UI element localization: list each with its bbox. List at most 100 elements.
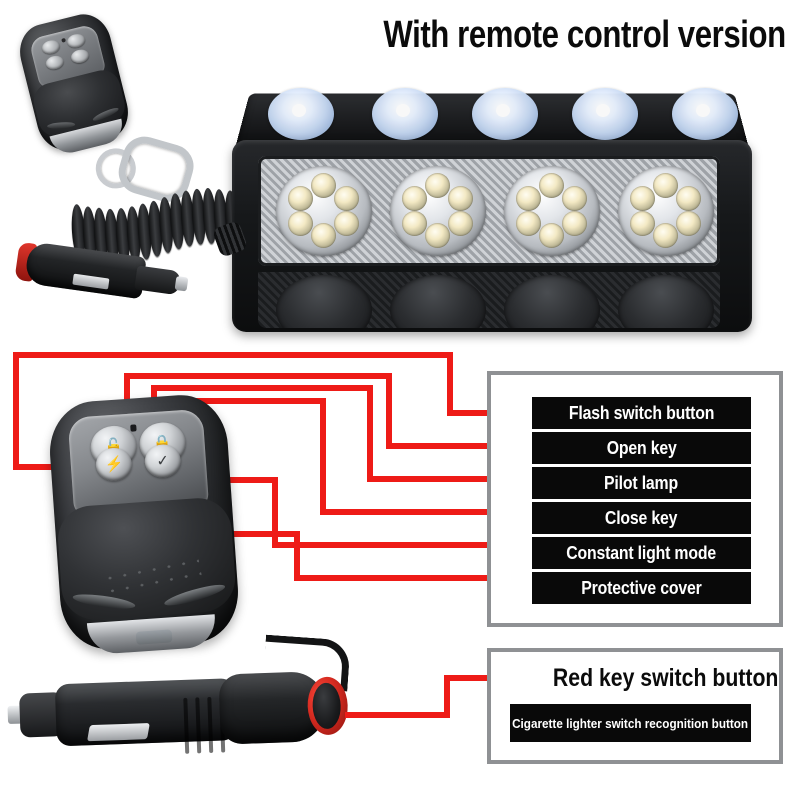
plug-tip-top [174,275,189,292]
leader-line-close-key [320,398,326,515]
leader-line-constant-light [272,477,278,548]
led-emitter [561,185,587,211]
led-cluster-reflection [504,275,600,328]
leader-line-close-key [185,398,326,404]
led-emitter [311,173,336,198]
suction-cup-5 [672,88,738,140]
legend-plug-subtitle-text: Cigarette lighter switch recognition but… [512,715,749,731]
leader-line-protective-cover [294,531,300,581]
led-emitter [653,223,678,248]
led-emitter [402,210,428,236]
plug-grip-ring [207,696,214,754]
small-remote-lip-left [46,121,76,130]
leader-line-open-key [124,373,392,379]
leader-line-close-key [320,509,547,515]
remote-chrome-slot [135,629,172,645]
led-emitter [425,223,450,248]
legend-label-text: Open key [606,437,677,458]
leader-line-flash-switch [13,352,19,470]
leader-line-open-key [386,373,392,449]
small-remote-photo [13,8,135,157]
legend-label-text: Close key [605,507,678,528]
led-emitter [653,173,678,198]
leader-line-red-key-switch [345,712,450,718]
small-remote-pilot-lamp-icon [61,37,66,43]
leader-line-red-key-switch [444,675,529,681]
leader-line-open-key [386,443,547,449]
led-emitter [561,210,587,236]
legend-label-text: Pilot lamp [604,472,679,493]
leader-line-pilot-lamp [367,476,547,482]
cigarette-lighter-plug-photo [6,634,355,778]
leader-line-flash-switch [447,352,453,414]
legend-item-open-key: Open key [532,432,751,464]
plug-contact-clip [87,723,150,742]
legend-item-flash-switch-button: Flash switch button [532,397,751,429]
leader-line-protective-cover [196,531,300,537]
led-light-bar-photo [211,84,752,339]
led-emitter [288,185,314,211]
led-cluster [390,166,486,256]
led-emitter [425,173,450,198]
suction-cup-3 [472,88,538,140]
legend-plug-title-text: Red key switch button [552,664,779,692]
led-emitter [630,185,656,211]
light-bar-lower-row [258,272,720,328]
led-emitter [516,210,542,236]
led-emitter [675,210,701,236]
leader-line-protective-cover [294,575,547,581]
led-cluster-reflection [618,275,714,328]
small-remote-button-3 [44,54,66,72]
legend-plug-subtitle: Cigarette lighter switch recognition but… [510,704,751,742]
check-icon: ✓ [155,451,170,470]
small-remote-button-2 [65,32,87,50]
led-emitter [288,210,314,236]
leader-line-red-key-switch [444,675,450,718]
legend-item-pilot-lamp: Pilot lamp [532,467,751,499]
led-emitter [630,210,656,236]
led-emitter [675,185,701,211]
flash-icon: ⚡ [104,454,125,474]
led-emitter [333,210,359,236]
led-cluster [276,166,372,256]
small-remote-button-4 [69,47,91,66]
legend-label-text: Protective cover [581,577,702,598]
led-emitter [447,185,473,211]
leader-line-flash-switch [13,352,453,358]
leader-line-constant-light [272,542,547,548]
legend-label-text: Flash switch button [568,402,715,423]
leader-line-pilot-lamp [367,385,373,482]
legend-panel-remote: Flash switch button Open key Pilot lamp … [487,371,783,627]
light-bar-housing [211,140,752,332]
led-emitter [539,173,564,198]
suction-cup-2 [372,88,438,140]
led-cluster-reflection [276,275,372,328]
led-emitter [447,210,473,236]
legend-plug-title: Red key switch button [533,664,779,693]
pilot-lamp-icon [129,424,137,433]
legend-item-protective-cover: Protective cover [532,572,751,604]
legend-panel-plug: Red key switch button Cigarette lighter … [487,648,783,764]
cover-lip-left [72,592,136,613]
leader-line-flash-switch [13,464,73,470]
legend-item-constant-light-mode: Constant light mode [532,537,751,569]
legend-item-close-key: Close key [532,502,751,534]
light-bar-lens-window [258,156,720,266]
cover-lip-right [162,581,227,610]
led-emitter [333,185,359,211]
led-cluster [618,166,714,256]
suction-cup-1 [268,88,334,140]
small-remote-button-1 [40,38,62,57]
page-title: With remote control version [383,14,787,56]
plug-grip-ring [183,697,190,754]
led-emitter [402,185,428,211]
protective-cover[interactable] [55,496,238,623]
led-cluster [504,166,600,256]
plug-barrel-top [24,241,147,300]
leader-line-pilot-lamp [151,385,373,391]
cover-texture-dots [101,554,202,596]
legend-label-text: Constant light mode [566,542,717,563]
leader-line-constant-light [192,477,278,483]
remote-control-photo: 🔓 🔒 ⚡ ✓ [46,392,242,656]
